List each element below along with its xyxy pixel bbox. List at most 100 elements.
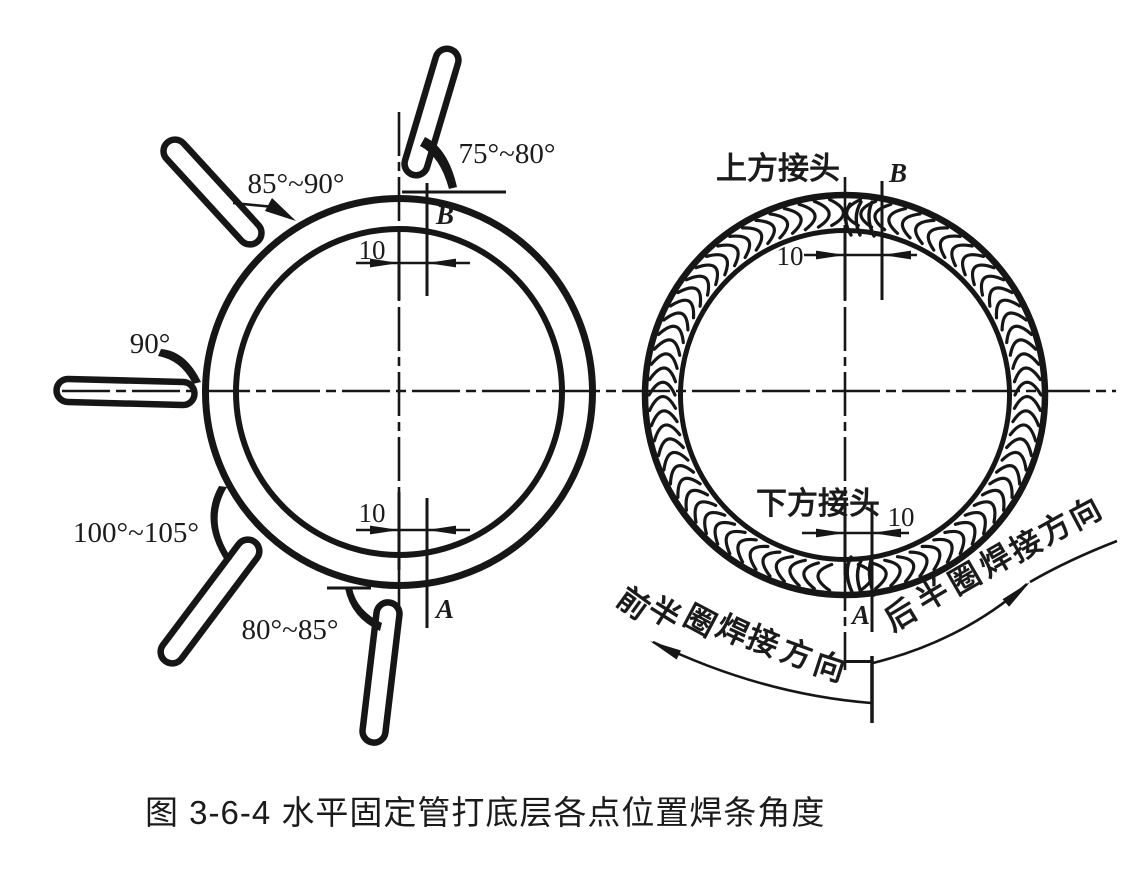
angle-wedge-100-105 — [210, 486, 232, 562]
weld-bead — [716, 243, 740, 268]
left-bottom-dimension — [356, 525, 470, 535]
weld-bead — [914, 218, 936, 246]
angle-label-bottom-left: 100°~105° — [73, 517, 199, 549]
weld-bead — [900, 212, 922, 240]
angle-wedge-80-85 — [345, 588, 382, 631]
weld-bead — [994, 464, 1022, 486]
angle-wedge-85-90 — [265, 198, 296, 221]
left-top-dimension — [356, 258, 470, 268]
weld-bead — [728, 234, 752, 260]
angle-label-left: 90° — [130, 328, 171, 360]
weld-bead — [812, 199, 831, 229]
dim-arrow — [370, 525, 399, 535]
weld-bead — [657, 324, 685, 345]
weld-bead — [797, 202, 817, 232]
figure-caption: 图 3-6-4 水平固定管打底层各点位置焊条角度 — [145, 794, 825, 831]
weld-bead — [1005, 324, 1033, 345]
front-half-direction-arc — [652, 640, 872, 705]
dim-arrow — [427, 258, 456, 268]
weld-bead — [870, 561, 888, 591]
electrode-left-90 — [53, 375, 198, 409]
left-point-B: B — [435, 200, 454, 230]
right-point-A: A — [850, 600, 870, 630]
weld-bead — [1005, 437, 1033, 458]
weld-bead — [1000, 311, 1028, 332]
dim-arrow — [882, 250, 911, 260]
right-bottom-dim-value: 10 — [888, 502, 915, 532]
electrode-bottom-80-85 — [359, 599, 403, 746]
weld-bead — [649, 409, 679, 428]
weld-bead — [676, 476, 702, 499]
right-top-dimension — [804, 250, 917, 260]
weld-bead — [647, 380, 677, 397]
weld-bead — [684, 488, 710, 512]
weld-bead — [788, 558, 807, 588]
dim-arrow — [816, 250, 845, 260]
weld-bead — [703, 510, 727, 536]
electrode-top-75-80 — [401, 45, 462, 179]
weld-bead — [652, 338, 682, 357]
direction-char: 方 — [776, 632, 817, 675]
weld-bead — [979, 274, 1006, 297]
weld-bead — [816, 562, 834, 592]
weld-bead — [684, 274, 711, 297]
weld-bead — [1012, 394, 1042, 412]
weld-bead — [748, 544, 770, 572]
weld-bead — [972, 500, 997, 524]
weld-bead — [987, 286, 1014, 308]
weld-bead — [943, 529, 966, 556]
weld-bead — [960, 253, 986, 277]
right-bottom-dimension — [802, 528, 909, 538]
weld-bead — [648, 394, 678, 412]
front-half-arrowhead — [650, 641, 681, 660]
weld-bead — [908, 550, 929, 578]
weld-bead — [754, 218, 776, 246]
weld-bead — [693, 500, 718, 524]
rear-half-direction-arc-tail — [1029, 539, 1118, 584]
weld-bead — [1012, 366, 1042, 384]
angle-label-bottom: 80°~85° — [242, 614, 339, 646]
dim-arrow — [872, 528, 901, 538]
weld-bead — [950, 243, 974, 268]
weld-bead — [652, 423, 682, 443]
weld-bead — [648, 366, 678, 384]
dim-arrow — [427, 525, 456, 535]
angle-wedge-75-80 — [420, 137, 457, 189]
weld-bead — [668, 298, 696, 320]
weld-bead — [953, 520, 977, 546]
weld-bead — [1011, 409, 1041, 428]
weld-bead — [1000, 450, 1028, 472]
left-pipe-diagram: 85°~90° 75°~80° 90° 100°~105° 80°~85° 10… — [53, 45, 1116, 746]
weld-bead — [704, 253, 730, 277]
weld-bead — [694, 263, 720, 287]
weld-bead — [883, 558, 902, 588]
weld-bead — [676, 286, 703, 308]
dim-arrow — [370, 258, 399, 268]
weld-bead — [741, 226, 764, 252]
direction-char: 向 — [809, 646, 849, 689]
left-top-dim-value: 10 — [359, 235, 386, 265]
weld-bead — [1013, 380, 1043, 397]
weld-bead — [668, 464, 696, 486]
weld-bead — [980, 488, 1006, 512]
weld-bead — [761, 550, 782, 578]
right-point-B: B — [888, 158, 907, 188]
angle-leader-85-90 — [232, 201, 275, 209]
bottom-joint-label: 下方接头 — [756, 486, 880, 521]
weld-bead — [920, 544, 942, 572]
left-bottom-dim-value: 10 — [359, 498, 386, 528]
electrode-topleft-85-90 — [160, 136, 265, 248]
weld-bead — [994, 298, 1022, 320]
weld-bead — [736, 537, 758, 564]
angle-label-top-left: 85°~90° — [248, 168, 345, 200]
weld-bead — [926, 226, 949, 252]
weld-bead — [895, 555, 916, 583]
weld-bead — [724, 529, 747, 556]
weld-bead — [970, 263, 996, 287]
angle-wedge-90 — [158, 349, 201, 384]
electrode-bottomleft-100-105 — [157, 536, 263, 667]
